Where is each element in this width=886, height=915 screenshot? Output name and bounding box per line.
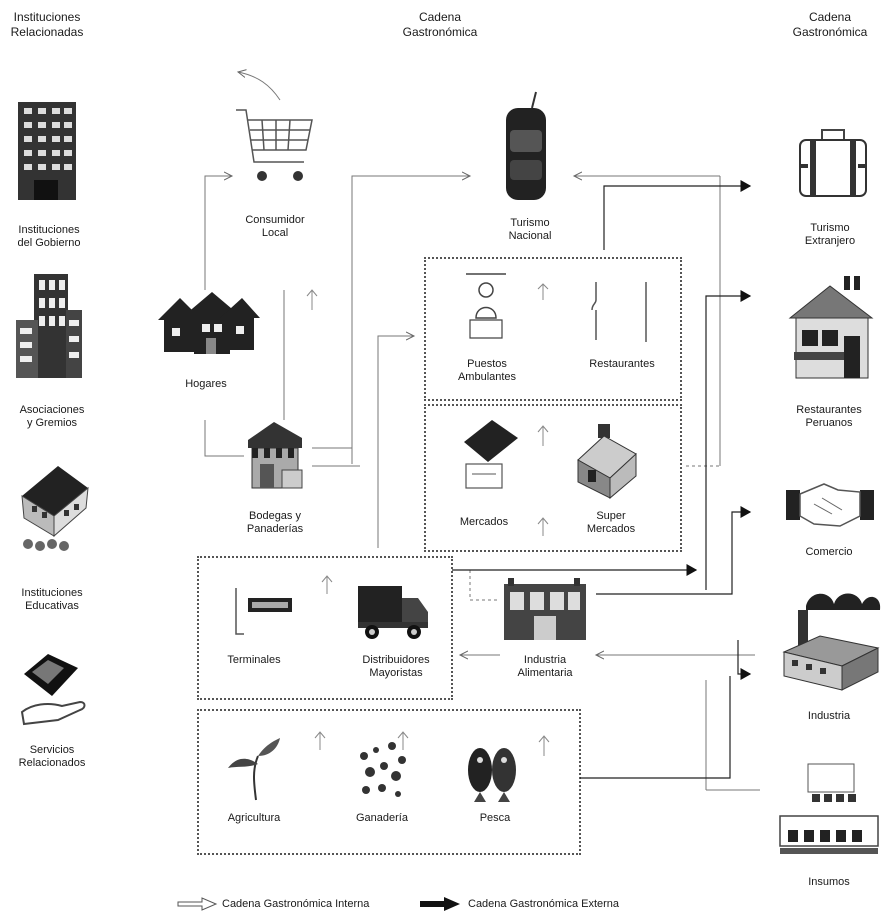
label-industry: Industria	[807, 710, 851, 722]
sprout-icon	[228, 738, 280, 801]
header-gastronomic-chain-center: Cadena Gastronómica	[402, 10, 478, 39]
street-food-restaurants-group	[424, 257, 682, 401]
livestock-icon	[360, 742, 406, 797]
backpack-icon	[506, 91, 546, 200]
hand-house-icon	[20, 654, 86, 726]
label-foreign-tourism: Turismo Extranjero	[804, 222, 856, 247]
label-restaurants: Restaurantes	[589, 358, 655, 370]
label-agriculture: Agricultura	[227, 812, 281, 824]
school-icon	[21, 466, 89, 551]
houses-icon	[158, 292, 260, 354]
label-commerce: Comercio	[805, 546, 853, 558]
label-fishing: Pesca	[479, 812, 511, 824]
market-stall-icon	[464, 420, 518, 489]
label-national-tourism: Turismo Nacional	[508, 217, 552, 242]
label-markets: Mercados	[459, 516, 509, 528]
label-supermarkets: Super Mercados	[586, 510, 636, 535]
legend-external-label: Cadena Gastronómica Externa	[468, 898, 620, 910]
restaurant-house-icon	[788, 276, 874, 379]
header-gastronomic-chain-right: Cadena Gastronómica	[792, 10, 868, 39]
legend-internal-arrow-icon	[177, 897, 218, 911]
label-wholesale-distributors: Distribuidores Mayoristas	[362, 654, 430, 679]
office-building-icon	[16, 274, 82, 378]
label-street-vendors: Puestos Ambulantes	[457, 358, 517, 383]
label-government-institutions: Instituciones del Gobierno	[17, 224, 81, 249]
fish-icon	[468, 748, 516, 802]
distribution-group	[197, 556, 453, 700]
truck-icon	[358, 586, 428, 639]
label-households: Hogares	[185, 378, 227, 390]
storefront-icon	[248, 422, 303, 489]
legend-internal-label: Cadena Gastronómica Interna	[222, 898, 370, 910]
label-associations-guilds: Asociaciones y Gremios	[19, 404, 85, 429]
markets-group	[424, 404, 682, 552]
label-livestock: Ganadería	[356, 812, 408, 824]
label-terminals: Terminales	[227, 654, 281, 666]
food-factory-icon	[504, 578, 586, 640]
cutlery-icon	[591, 282, 647, 342]
street-vendor-icon	[466, 273, 506, 339]
packages-icon	[779, 763, 879, 854]
label-educational-institutions: Instituciones Educativas	[21, 587, 83, 612]
supermarket-icon	[577, 424, 637, 500]
primary-production-group	[197, 709, 581, 855]
handshake-icon	[786, 483, 874, 527]
suitcase-icon	[799, 129, 867, 197]
label-food-industry: Industria Alimentaria	[517, 654, 573, 679]
label-grocery-bakeries: Bodegas y Panaderías	[246, 510, 304, 535]
shopping-cart-icon	[236, 109, 313, 181]
label-peruvian-restaurants: Restaurantes Peruanos	[796, 404, 862, 429]
header-related-institutions: Instituciones Relacionadas	[10, 10, 84, 39]
label-related-services: Servicios Relacionados	[18, 744, 86, 769]
government-building-icon	[18, 102, 76, 200]
terminal-sign-icon	[235, 588, 292, 635]
factory-icon	[782, 593, 881, 691]
legend-external-arrow-icon	[420, 897, 460, 911]
label-supplies: Insumos	[808, 876, 850, 888]
label-local-consumer: Consumidor Local	[245, 214, 305, 239]
